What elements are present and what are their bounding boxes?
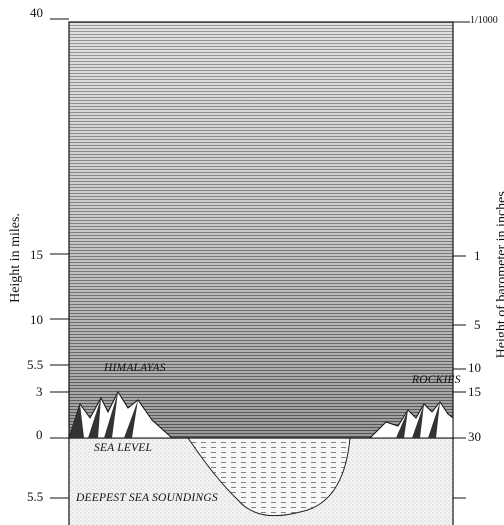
left-tick-0: 0: [36, 427, 43, 442]
left-tick-10: 10: [30, 312, 43, 327]
left-tick-3: 3: [36, 384, 43, 399]
left-tick-15: 15: [30, 247, 43, 262]
rockies-mountains: [368, 401, 454, 439]
left-ticks: [50, 18, 69, 499]
atmosphere-panel: [68, 21, 454, 439]
left-tick-5-5-depth: 5.5: [27, 489, 44, 504]
right-tick-15: 15: [468, 384, 481, 399]
right-axis-title: Height of barometer in inches.: [494, 187, 504, 359]
deepest-sea-soundings-label: DEEPEST SEA SOUNDINGS: [76, 492, 218, 504]
ocean-section: [68, 437, 454, 525]
rockies-label: ROCKIES: [412, 374, 461, 386]
himalayas-label: HIMALAYAS: [104, 362, 166, 374]
left-axis-title: Height in miles.: [8, 213, 23, 303]
right-tick-1: 1: [474, 248, 481, 263]
himalayas-mountains: [68, 390, 174, 439]
ocean-basin: [187, 437, 351, 517]
right-tick-10: 10: [468, 360, 481, 375]
right-tick-30: 30: [468, 429, 481, 444]
right-tick-5: 5: [474, 317, 481, 332]
right-tick-1-1000: 1/1000: [470, 15, 498, 26]
sea-level-label: SEA LEVEL: [94, 442, 153, 454]
left-tick-5-5: 5.5: [27, 357, 44, 372]
right-ticks: [453, 21, 470, 499]
atmosphere-hatching: [69, 22, 453, 438]
left-tick-40: 40: [30, 5, 43, 20]
